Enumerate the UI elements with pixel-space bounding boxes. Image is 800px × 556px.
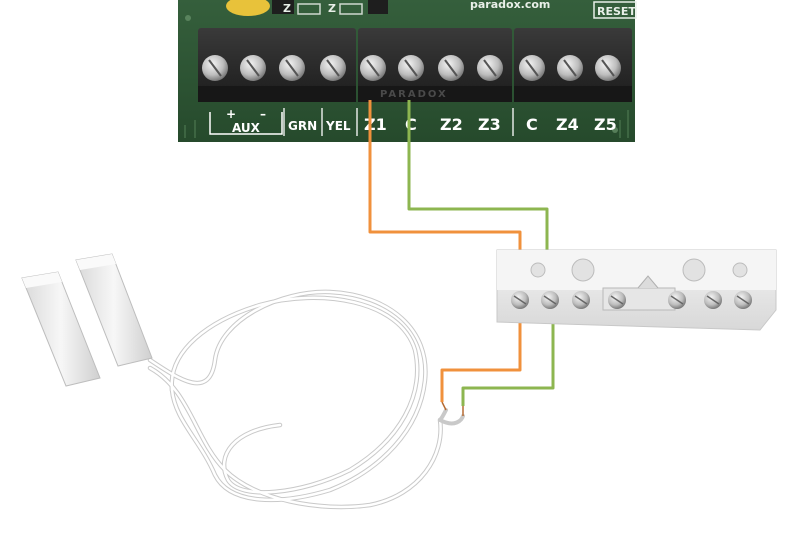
terminal-label-z4: Z4	[556, 115, 579, 134]
screw-c1	[398, 55, 424, 81]
screw-c2	[519, 55, 545, 81]
stripped-leads	[441, 401, 464, 416]
strip-screw-7	[734, 291, 752, 309]
yellow-component	[226, 0, 270, 16]
aux-minus-label: –	[260, 107, 266, 121]
top-header: Z Z	[272, 0, 388, 15]
screw-z3	[477, 55, 503, 81]
screw-grn	[279, 55, 305, 81]
green-wire-sensor	[461, 305, 555, 406]
sensor-cable-loop	[147, 289, 465, 510]
terminal-block-left	[198, 28, 356, 102]
screw-yel	[320, 55, 346, 81]
strip-mounting-holes	[530, 258, 748, 282]
strip-screw-6	[704, 291, 722, 309]
aux-label: AUX	[232, 121, 261, 135]
terminal-screws	[202, 55, 621, 81]
terminal-label-c2: C	[526, 115, 538, 134]
terminal-label-z1: Z1	[364, 115, 387, 134]
aux-plus-label: +	[226, 107, 236, 121]
magnetic-door-contact	[21, 253, 153, 387]
terminal-block-middle	[358, 28, 512, 102]
url-text: paradox.com	[470, 0, 550, 11]
aux-label-group: + – AUX	[209, 107, 283, 135]
screw-z4	[557, 55, 583, 81]
screw-z5	[595, 55, 621, 81]
magnet-part	[21, 271, 101, 387]
terminal-label-z3: Z3	[478, 115, 501, 134]
reset-label: RESET	[597, 5, 636, 18]
strip-screws	[511, 291, 752, 309]
paradox-watermark: PARADOX	[380, 89, 448, 100]
top-partial-label: Z	[283, 2, 291, 15]
strip-screw-5	[668, 291, 686, 309]
terminal-label-yel: YEL	[325, 119, 351, 133]
top-partial-label-2: Z	[328, 2, 336, 15]
terminal-label-grn: GRN	[288, 119, 317, 133]
strip-screw-3	[572, 291, 590, 309]
screw-z1	[360, 55, 386, 81]
terminal-label-dividers	[283, 108, 514, 136]
reed-switch-part	[75, 253, 153, 367]
strip-screw-1	[511, 291, 529, 309]
screw-aux-minus	[240, 55, 266, 81]
pcb-traces	[184, 15, 629, 138]
strip-screw-2	[541, 291, 559, 309]
screw-z2	[438, 55, 464, 81]
strip-screw-4	[608, 291, 626, 309]
screw-aux-plus	[202, 55, 228, 81]
sensor-wires	[440, 305, 555, 406]
orange-wire-sensor	[440, 305, 522, 402]
terminal-label-c1: C	[405, 115, 417, 134]
reset-label-box	[593, 1, 637, 19]
control-panel-board: Z Z paradox.com RESET PARADOX	[178, 0, 637, 142]
connector-strip	[496, 249, 777, 331]
terminal-label-z2: Z2	[440, 115, 463, 134]
terminal-label-z5: Z5	[594, 115, 617, 134]
